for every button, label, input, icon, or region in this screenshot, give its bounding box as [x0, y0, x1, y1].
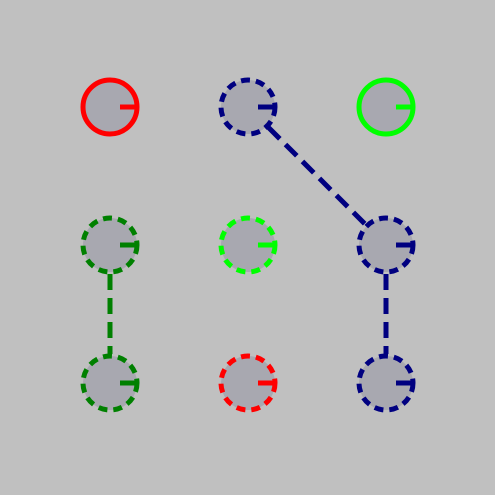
node-r3c3[interactable] [356, 353, 416, 413]
node-r2c3[interactable] [356, 215, 416, 275]
node-r2c1[interactable] [80, 215, 140, 275]
node-r2c2[interactable] [218, 215, 278, 275]
node-r1c1[interactable] [80, 77, 140, 137]
node-r1c2[interactable] [218, 77, 278, 137]
links-layer [107, 125, 389, 354]
node-r1c3[interactable] [356, 77, 416, 137]
node-r3c1[interactable] [80, 353, 140, 413]
nodes-layer [80, 77, 416, 413]
node-r3c2[interactable] [218, 353, 278, 413]
